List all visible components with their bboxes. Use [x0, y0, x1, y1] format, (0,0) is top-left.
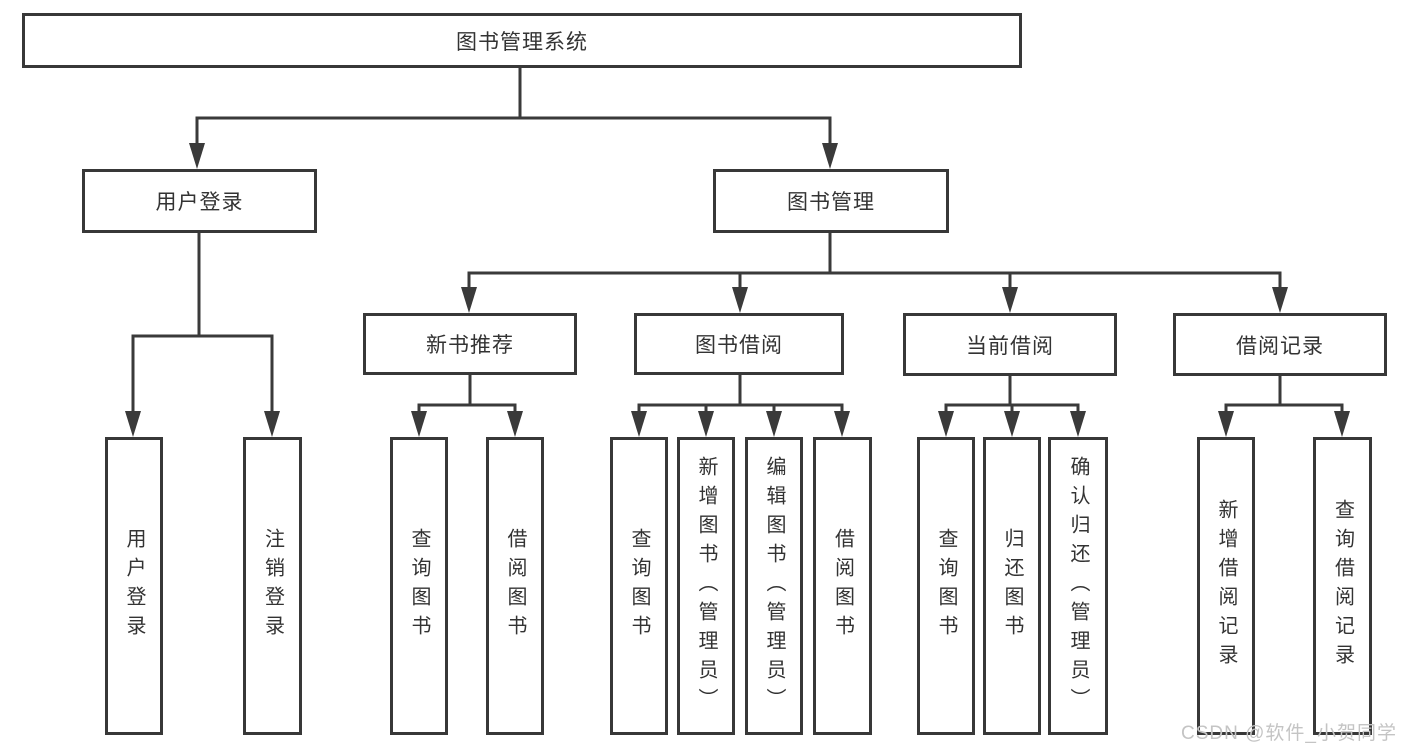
node-system-root: 图书管理系统 — [22, 13, 1022, 68]
node-book-borrow: 图书借阅 — [634, 313, 844, 375]
leaf-logout: 注销登录 — [243, 437, 302, 735]
connectors-book-mgmt-children — [461, 233, 1288, 313]
connectors-current-borrow-children — [938, 375, 1086, 437]
leaf-br-add-record: 新增借阅记录 — [1197, 437, 1255, 735]
leaf-bb-edit-book: 编辑图书（管理员） — [745, 437, 803, 735]
node-borrow-records: 借阅记录 — [1173, 313, 1387, 376]
leaf-br-query-record: 查询借阅记录 — [1313, 437, 1372, 735]
leaf-cb-confirm-return: 确认归还（管理员） — [1048, 437, 1108, 735]
csdn-watermark: CSDN @软件_小贺同学 — [1181, 723, 1397, 744]
node-book-management: 图书管理 — [713, 169, 949, 233]
node-user-login: 用户登录 — [82, 169, 317, 233]
leaf-nb-query-book: 查询图书 — [390, 437, 448, 735]
leaf-nb-borrow-book: 借阅图书 — [486, 437, 544, 735]
leaf-bb-query-book: 查询图书 — [610, 437, 668, 735]
leaf-bb-add-book: 新增图书（管理员） — [677, 437, 735, 735]
leaf-cb-return-book: 归还图书 — [983, 437, 1041, 735]
connectors-user-login-children — [125, 233, 280, 437]
leaf-bb-borrow-book: 借阅图书 — [813, 437, 872, 735]
connectors-new-book-children — [411, 375, 523, 437]
node-current-borrow: 当前借阅 — [903, 313, 1117, 376]
connectors-book-borrow-children — [631, 375, 850, 437]
connectors-borrow-records-children — [1218, 375, 1350, 437]
leaf-cb-query-book: 查询图书 — [917, 437, 975, 735]
node-new-book-recommend: 新书推荐 — [363, 313, 577, 375]
connectors-root-to-level2 — [189, 68, 838, 169]
leaf-user-login: 用户登录 — [105, 437, 163, 735]
